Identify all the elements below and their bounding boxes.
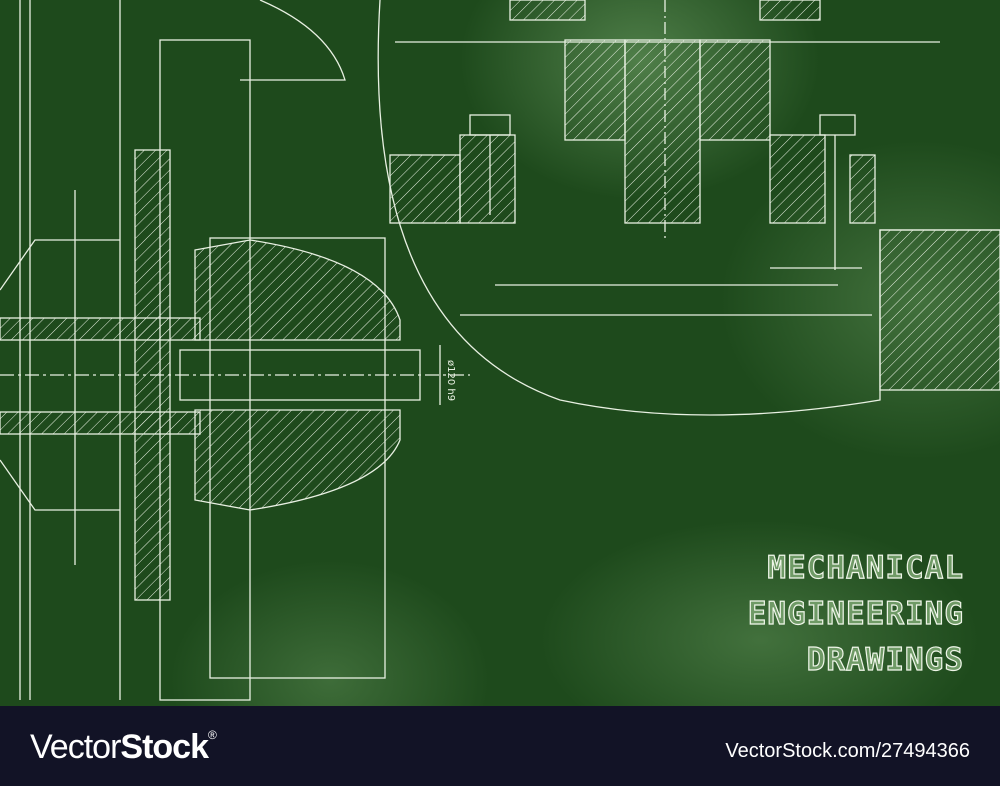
diameter-dimension-label: ø120 h9 bbox=[445, 360, 456, 401]
headline-line-1: MECHANICAL bbox=[767, 549, 964, 586]
registered-mark: ® bbox=[207, 728, 217, 742]
watermark-footer: VectorStock® VectorStock.com/27494366 bbox=[0, 706, 1000, 786]
headline-line-3: DRAWINGS bbox=[806, 641, 964, 678]
flange-assembly-top bbox=[377, 0, 1000, 416]
blueprint-background: ø120 h9 MECHANICAL ENGINEERING DRAWINGS bbox=[0, 0, 1000, 706]
logo-bold-text: Stock bbox=[120, 728, 209, 766]
logo-light-text: Vector bbox=[30, 728, 121, 766]
vectorstock-logo: VectorStock® bbox=[30, 728, 217, 767]
mechanical-drawing: ø120 h9 bbox=[0, 0, 1000, 701]
headline-line-2: ENGINEERING bbox=[747, 595, 964, 632]
image-url: VectorStock.com/27494366 bbox=[725, 740, 970, 762]
shaft-assembly-left bbox=[0, 0, 470, 701]
